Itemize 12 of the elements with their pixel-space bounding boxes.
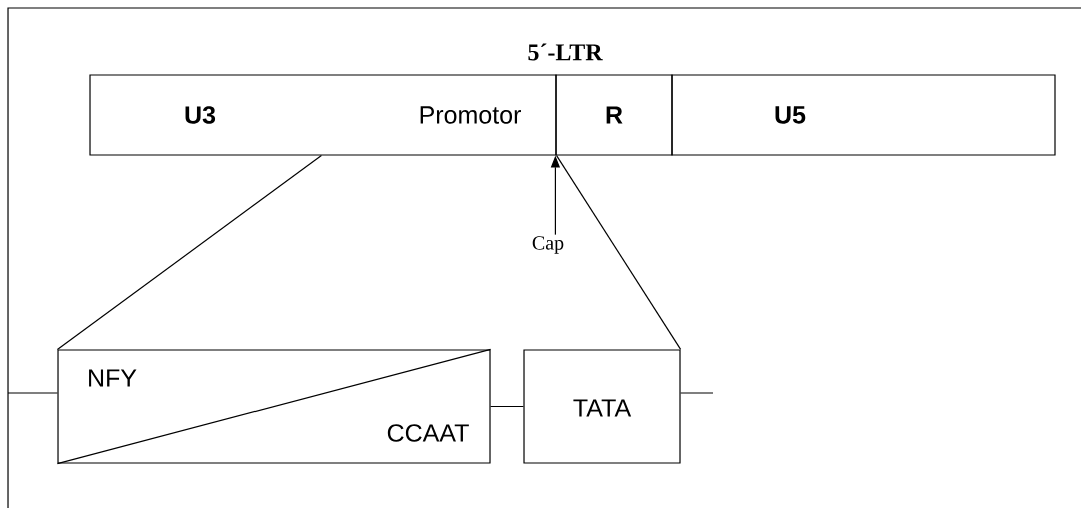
ltr-segment: U5 (671, 74, 1056, 156)
connector-line (556, 155, 682, 350)
cap-label: Cap (532, 236, 564, 254)
ltr-segment: R (555, 74, 673, 156)
connector-line (56, 155, 322, 350)
element-box: TATA (523, 349, 681, 464)
connector-line (680, 392, 714, 394)
ltr-segment: U3 Promotor (89, 74, 557, 156)
element-box: NFY CCAAT (56, 348, 492, 465)
title: 5´-LTR (528, 43, 603, 61)
connector-line (7, 392, 58, 394)
connector-line (490, 405, 524, 408)
